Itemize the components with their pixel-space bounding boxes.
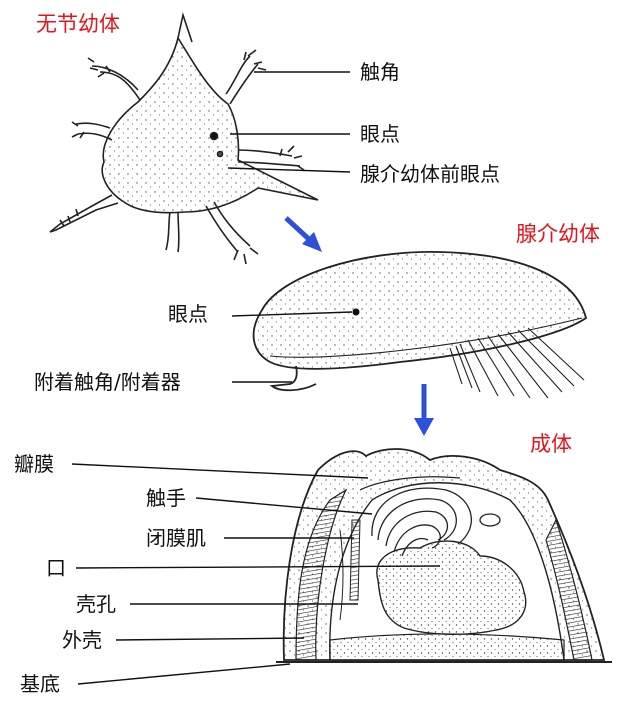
- label-adult-adductor: 闭膜肌: [146, 526, 206, 550]
- leader-mouth: [75, 565, 441, 569]
- leader-cyprid-eyespot-nauplius: [227, 167, 351, 173]
- leader-cyprid-eyespot: [231, 311, 353, 317]
- arrow-to-cyprid: [284, 216, 314, 244]
- label-nauplius-antenna: 触角: [360, 60, 400, 84]
- label-adult-cirri: 触手: [146, 486, 186, 510]
- label-nauplius-cyprid-eyespot: 腺介幼体前眼点: [360, 162, 500, 186]
- stage-title-cyprid: 腺介幼体: [516, 222, 600, 246]
- stage-title-nauplius: 无节幼体: [36, 12, 120, 36]
- stage-title-adult: 成体: [530, 432, 572, 456]
- leader-shell: [115, 637, 305, 641]
- nauplius-larva: [49, 11, 319, 265]
- stage-arrows: [284, 216, 434, 436]
- label-adult-mouth: 口: [46, 556, 66, 580]
- leader-valve-membrane: [71, 463, 369, 479]
- leader-cirri: [195, 497, 373, 515]
- label-adult-base: 基底: [20, 672, 60, 696]
- label-adult-shell-pore: 壳孔: [76, 592, 116, 616]
- label-cyprid-eyespot: 眼点: [168, 302, 208, 326]
- cyprid-larva: [252, 251, 588, 399]
- label-cyprid-attachment: 附着触角/附着器: [34, 370, 181, 394]
- leader-lines: [71, 71, 441, 685]
- adult-barnacle: [276, 448, 612, 663]
- arrow-to-cyprid-head: [302, 232, 322, 252]
- label-adult-shell: 外壳: [62, 628, 102, 652]
- label-adult-valve-membrane: 瓣膜: [14, 452, 54, 476]
- label-nauplius-eyespot: 眼点: [360, 122, 400, 146]
- leader-base: [77, 663, 291, 685]
- arrow-to-adult-head: [414, 418, 434, 436]
